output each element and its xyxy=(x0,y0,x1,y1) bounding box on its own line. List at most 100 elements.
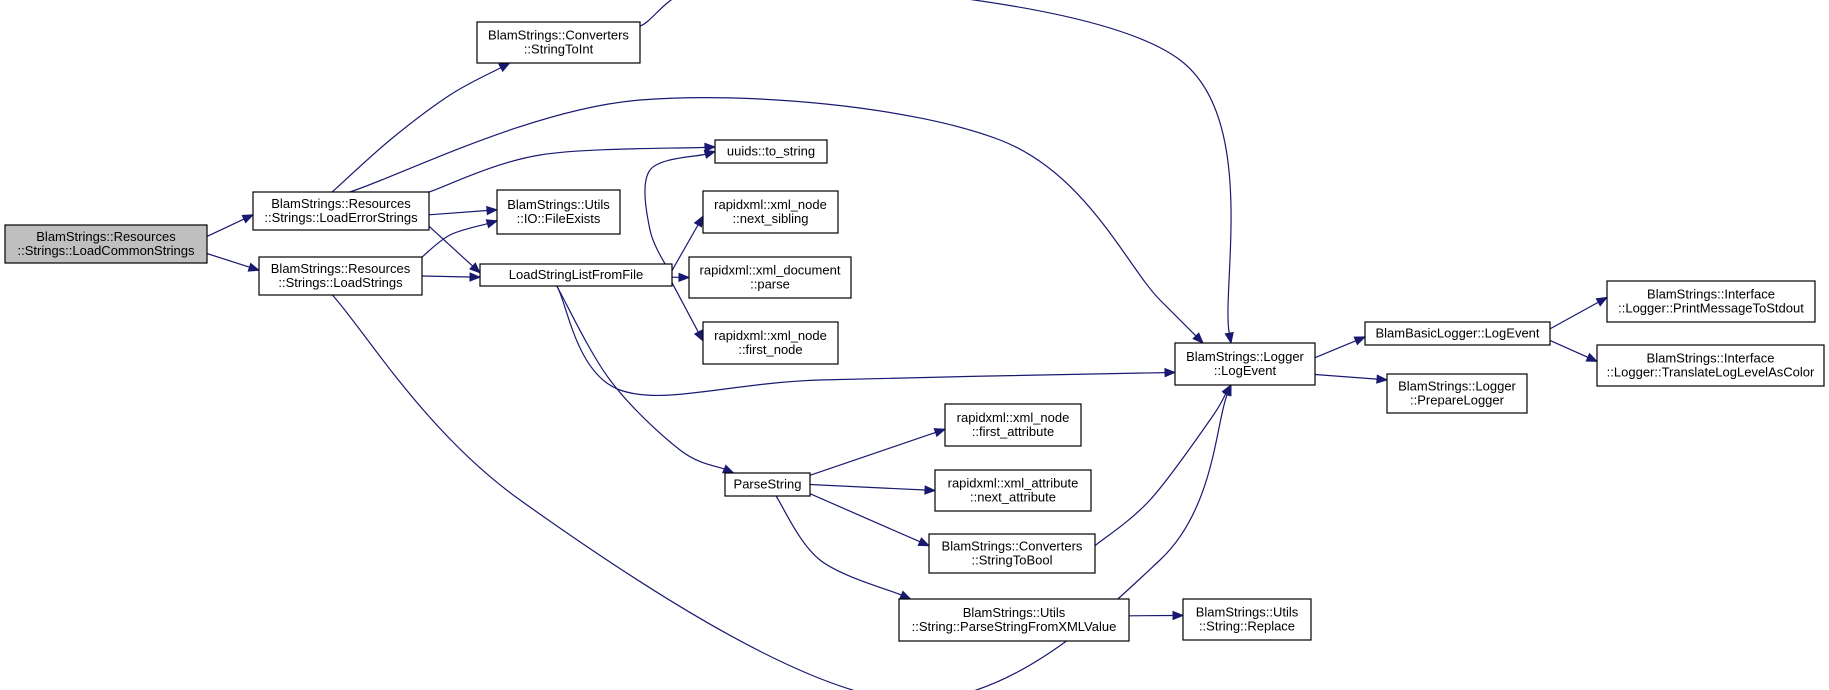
node-label-line: rapidxml::xml_node xyxy=(714,197,827,212)
node-label-line: BlamStrings::Logger xyxy=(1186,349,1304,364)
node-box xyxy=(688,256,852,299)
edge-n_loaderror-to-n_loadlist xyxy=(428,225,481,274)
node-box xyxy=(476,21,641,64)
node-label-line: BlamStrings::Resources xyxy=(271,261,411,276)
arrowhead-icon xyxy=(247,262,261,272)
node-basiclog[interactable]: BlamBasicLogger::LogEvent xyxy=(1364,321,1551,346)
node-label-line: BlamStrings::Interface xyxy=(1647,351,1775,366)
node-nextsibling[interactable]: rapidxml::xml_node::next_sibling xyxy=(702,190,839,234)
edge-n_stringtobool-to-n_logevent xyxy=(1094,383,1232,547)
edge-line xyxy=(809,431,936,476)
node-firstnode[interactable]: rapidxml::xml_node::first_node xyxy=(702,321,839,365)
node-label-line: ::LogEvent xyxy=(1214,363,1277,378)
node-label-line: BlamBasicLogger::LogEvent xyxy=(1375,326,1539,341)
nodes-layer: BlamStrings::Resources::Strings::LoadCom… xyxy=(4,21,1825,642)
node-label-line: ::StringToInt xyxy=(524,42,594,57)
node-label-line: ::Strings::LoadCommonStrings xyxy=(17,243,195,258)
arrowhead-icon xyxy=(1595,296,1609,307)
node-box xyxy=(479,263,673,287)
node-loaderror[interactable]: BlamStrings::Resources::Strings::LoadErr… xyxy=(252,191,430,231)
node-loadstrings[interactable]: BlamStrings::Resources::Strings::LoadStr… xyxy=(258,256,423,296)
edge-n_loadstrings-to-n_fileexists xyxy=(421,219,499,258)
node-box xyxy=(496,189,621,235)
node-logevent[interactable]: BlamStrings::Logger::LogEvent xyxy=(1174,342,1316,386)
arrowhead-icon xyxy=(933,428,947,438)
edge-n_parsestring-to-n_firstattr xyxy=(809,428,947,476)
node-label-line: BlamStrings::Utils xyxy=(507,197,610,212)
node-loadcommon: BlamStrings::Resources::Strings::LoadCom… xyxy=(4,224,208,264)
edge-n_loaderror-to-n_uuids xyxy=(428,142,717,193)
edge-line xyxy=(809,483,926,491)
arrowhead-icon xyxy=(917,537,931,547)
node-label-line: ::Logger::PrintMessageToStdout xyxy=(1618,301,1804,316)
node-box xyxy=(702,321,839,365)
node-label-line: BlamStrings::Logger xyxy=(1398,379,1516,394)
arrowhead-icon xyxy=(704,142,717,153)
edge-line xyxy=(644,153,706,277)
arrowhead-icon xyxy=(721,464,735,474)
node-printmsg[interactable]: BlamStrings::Interface::Logger::PrintMes… xyxy=(1606,280,1816,323)
node-firstattr[interactable]: rapidxml::xml_node::first_attribute xyxy=(944,403,1082,447)
arrowhead-icon xyxy=(1585,352,1599,362)
node-box xyxy=(944,403,1082,447)
arrowhead-icon xyxy=(693,329,704,343)
node-box xyxy=(4,224,208,264)
edge-line xyxy=(428,146,706,193)
node-parsestring[interactable]: ParseString xyxy=(724,472,811,497)
arrowhead-icon xyxy=(1172,610,1185,621)
node-loadlist[interactable]: LoadStringListFromFile xyxy=(479,263,673,287)
arrowhead-icon xyxy=(924,485,937,495)
node-label-line: rapidxml::xml_node xyxy=(957,410,1070,425)
node-label-line: BlamStrings::Interface xyxy=(1647,287,1775,302)
node-stringtobool[interactable]: BlamStrings::Converters::StringToBool xyxy=(928,533,1096,574)
node-parsexml[interactable]: BlamStrings::Utils::String::ParseStringF… xyxy=(898,598,1130,642)
node-label-line: ::next_sibling xyxy=(733,211,809,226)
arrowhead-icon xyxy=(678,272,691,283)
node-box xyxy=(252,191,430,231)
node-label-line: ::IO::FileExists xyxy=(517,211,601,226)
node-label-line: ::Strings::LoadStrings xyxy=(278,275,403,290)
node-label-line: BlamStrings::Utils xyxy=(1196,605,1299,620)
node-replace[interactable]: BlamStrings::Utils::String::Replace xyxy=(1182,598,1312,641)
node-label-line: ::Strings::LoadErrorStrings xyxy=(264,210,418,225)
node-translate[interactable]: BlamStrings::Interface::Logger::Translat… xyxy=(1596,344,1825,387)
edge-n_loadlist-to-n_nextsibling xyxy=(671,215,704,271)
arrowhead-icon xyxy=(498,62,511,73)
edge-n_logevent-to-n_basiclog xyxy=(1314,336,1367,359)
node-box xyxy=(1182,598,1312,641)
arrowhead-icon xyxy=(1353,336,1367,346)
node-label-line: rapidxml::xml_node xyxy=(714,328,827,343)
edge-n_loaderror-to-n_stringtoint xyxy=(331,62,511,193)
node-uuids[interactable]: uuids::to_string xyxy=(714,139,828,164)
node-box xyxy=(1364,321,1551,346)
node-nextattr[interactable]: rapidxml::xml_attribute::next_attribute xyxy=(934,469,1092,512)
node-fileexists[interactable]: BlamStrings::Utils::IO::FileExists xyxy=(496,189,621,235)
edge-n_loadstrings-to-n_loadlist xyxy=(421,272,482,282)
edge-line xyxy=(556,285,725,470)
node-label-line: uuids::to_string xyxy=(727,144,815,159)
node-label-line: ParseString xyxy=(734,477,802,492)
edge-line xyxy=(1094,393,1227,547)
edge-n_loadlist-to-n_logevent xyxy=(556,285,1177,397)
node-label-line: rapidxml::xml_document xyxy=(700,263,841,278)
node-box xyxy=(714,139,828,164)
arrowhead-icon xyxy=(1376,374,1389,384)
edge-line xyxy=(775,495,902,596)
edge-line xyxy=(1314,373,1378,380)
edge-line xyxy=(671,224,699,271)
node-box xyxy=(1606,280,1816,323)
node-preparelogger[interactable]: BlamStrings::Logger::PrepareLogger xyxy=(1386,373,1528,414)
node-label-line: ::String::Replace xyxy=(1199,619,1295,634)
node-label-line: BlamStrings::Converters xyxy=(942,539,1083,554)
arrowhead-icon xyxy=(1192,332,1204,344)
node-stringtoint[interactable]: BlamStrings::Converters::StringToInt xyxy=(476,21,641,64)
arrowhead-icon xyxy=(469,272,482,282)
arrowhead-icon xyxy=(1224,331,1234,345)
edge-n_loaderror-to-n_logevent xyxy=(349,97,1204,344)
node-parse[interactable]: rapidxml::xml_document::parse xyxy=(688,256,852,299)
node-label-line: ::parse xyxy=(750,277,790,292)
edge-n_loadlist-to-n_parse xyxy=(671,272,691,283)
edge-line xyxy=(671,282,699,333)
arrowhead-icon xyxy=(1221,383,1232,397)
